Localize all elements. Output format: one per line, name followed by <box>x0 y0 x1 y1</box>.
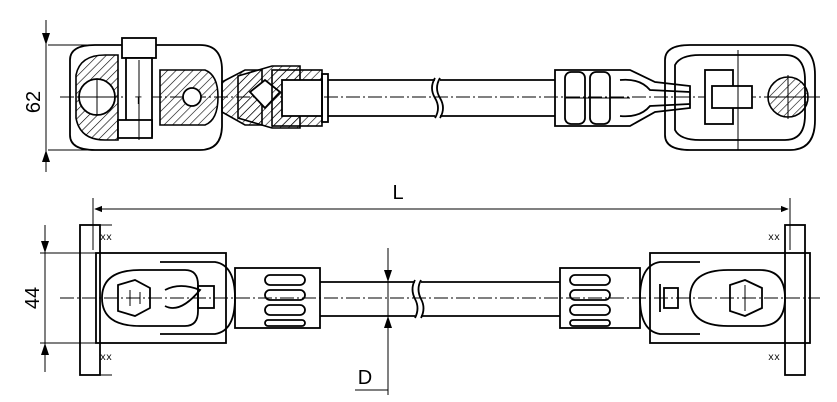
left-clamp-body <box>69 44 223 151</box>
right-clamp-body <box>664 44 816 151</box>
left-bolt-nut <box>117 119 153 139</box>
dim-d-label: D <box>358 367 372 389</box>
svg-text:xx: xx <box>768 353 780 364</box>
bottom-break-right <box>417 279 425 319</box>
top-break-right <box>436 77 444 119</box>
svg-text:xx: xx <box>768 233 780 244</box>
bottom-view: xx xx <box>22 182 820 395</box>
svg-text:xx: xx <box>100 233 112 244</box>
left-ferrule-plan <box>234 267 321 329</box>
bottom-break-left <box>411 279 419 319</box>
left-bar <box>79 224 101 376</box>
top-break-left <box>431 77 439 119</box>
right-swivel-plan <box>639 261 700 335</box>
dim-44-label: 44 <box>22 287 44 309</box>
svg-text:T: T <box>135 95 142 107</box>
right-plate <box>649 252 811 344</box>
right-bar <box>784 224 806 376</box>
dim-62-label: 62 <box>23 91 45 113</box>
svg-text:xx: xx <box>100 353 112 364</box>
left-bolt-head <box>121 37 157 59</box>
right-ferrule <box>554 69 691 127</box>
dim-l-label: L <box>392 182 403 204</box>
left-plate <box>95 252 227 344</box>
top-view: T <box>23 20 820 172</box>
